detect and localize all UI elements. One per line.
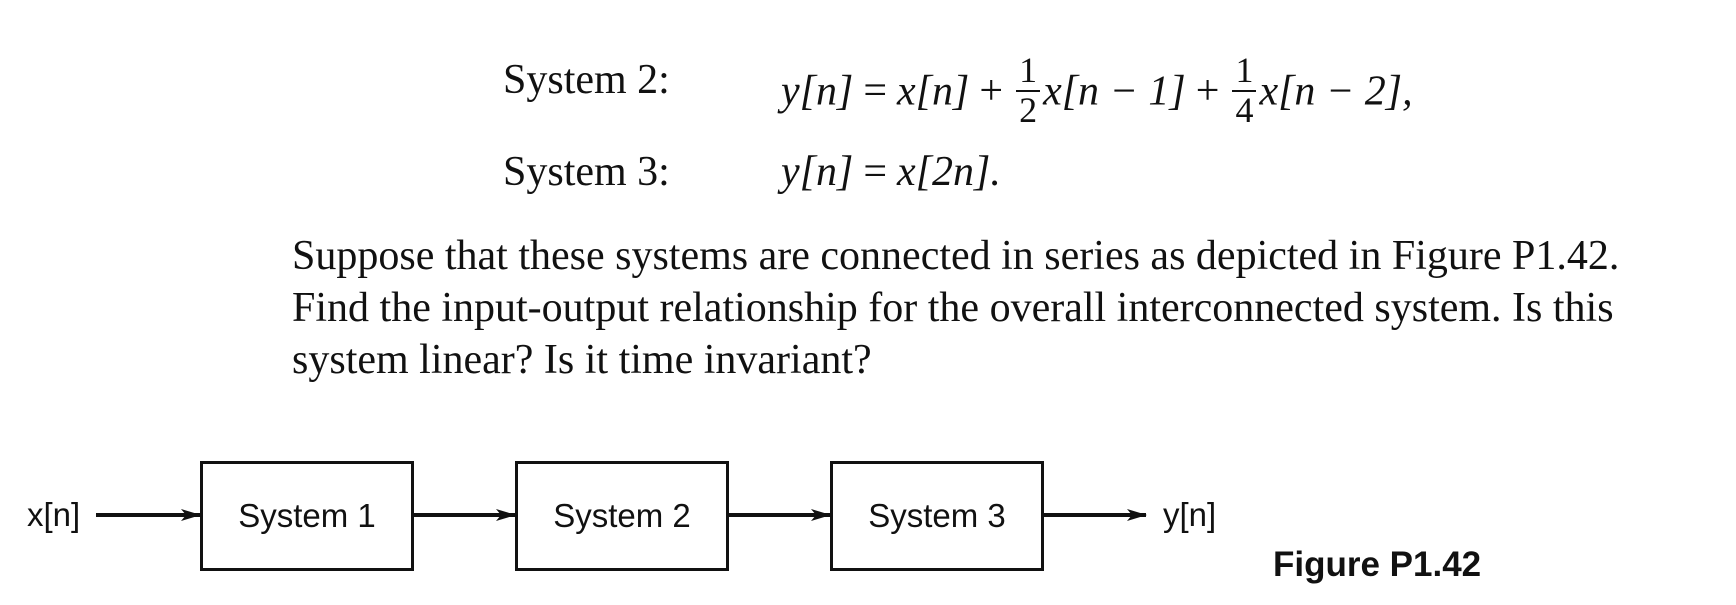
plus-sign: + [1195, 68, 1220, 115]
equation-label: System 2: [503, 57, 670, 103]
plus-sign: + [979, 68, 1004, 115]
problem-paragraph: Suppose that these systems are connected… [292, 230, 1732, 386]
equation-expression: y[n]=x[2n]. [781, 148, 1001, 196]
output-signal-label: y[n] [1163, 496, 1217, 533]
fraction-numerator: 1 [1232, 51, 1257, 92]
fraction-denominator: 4 [1235, 89, 1254, 130]
paragraph-line: Suppose that these systems are connected… [292, 233, 1620, 279]
equation-system-3: System 3: y[n]=x[2n]. [503, 148, 1303, 204]
block-label: System 3 [868, 497, 1006, 534]
equation-lhs: y[n] [781, 68, 854, 115]
equation-term: x[n − 2], [1259, 68, 1413, 115]
paragraph-line: system linear? Is it time invariant? [292, 337, 872, 383]
system-2-block: System 2 [515, 461, 729, 571]
equation-term: x[n] [897, 68, 970, 115]
fraction-numerator: 1 [1016, 51, 1041, 92]
equals-sign: = [863, 68, 888, 115]
equation-lhs: y[n] [781, 149, 854, 195]
system-1-block: System 1 [200, 461, 414, 571]
system-3-block: System 3 [830, 461, 1044, 571]
input-signal-label: x[n] [27, 496, 81, 533]
block-label: System 1 [238, 497, 376, 534]
figure-caption: Figure P1.42 [1273, 545, 1482, 584]
equation-label: System 3: [503, 149, 670, 195]
block-label: System 2 [553, 497, 691, 534]
fraction-denominator: 2 [1019, 89, 1038, 130]
equals-sign: = [863, 149, 888, 195]
paragraph-line: Find the input-output relationship for t… [292, 285, 1614, 331]
equation-term: x[n − 1] [1043, 68, 1186, 115]
equation-rhs: x[2n]. [897, 149, 1001, 195]
